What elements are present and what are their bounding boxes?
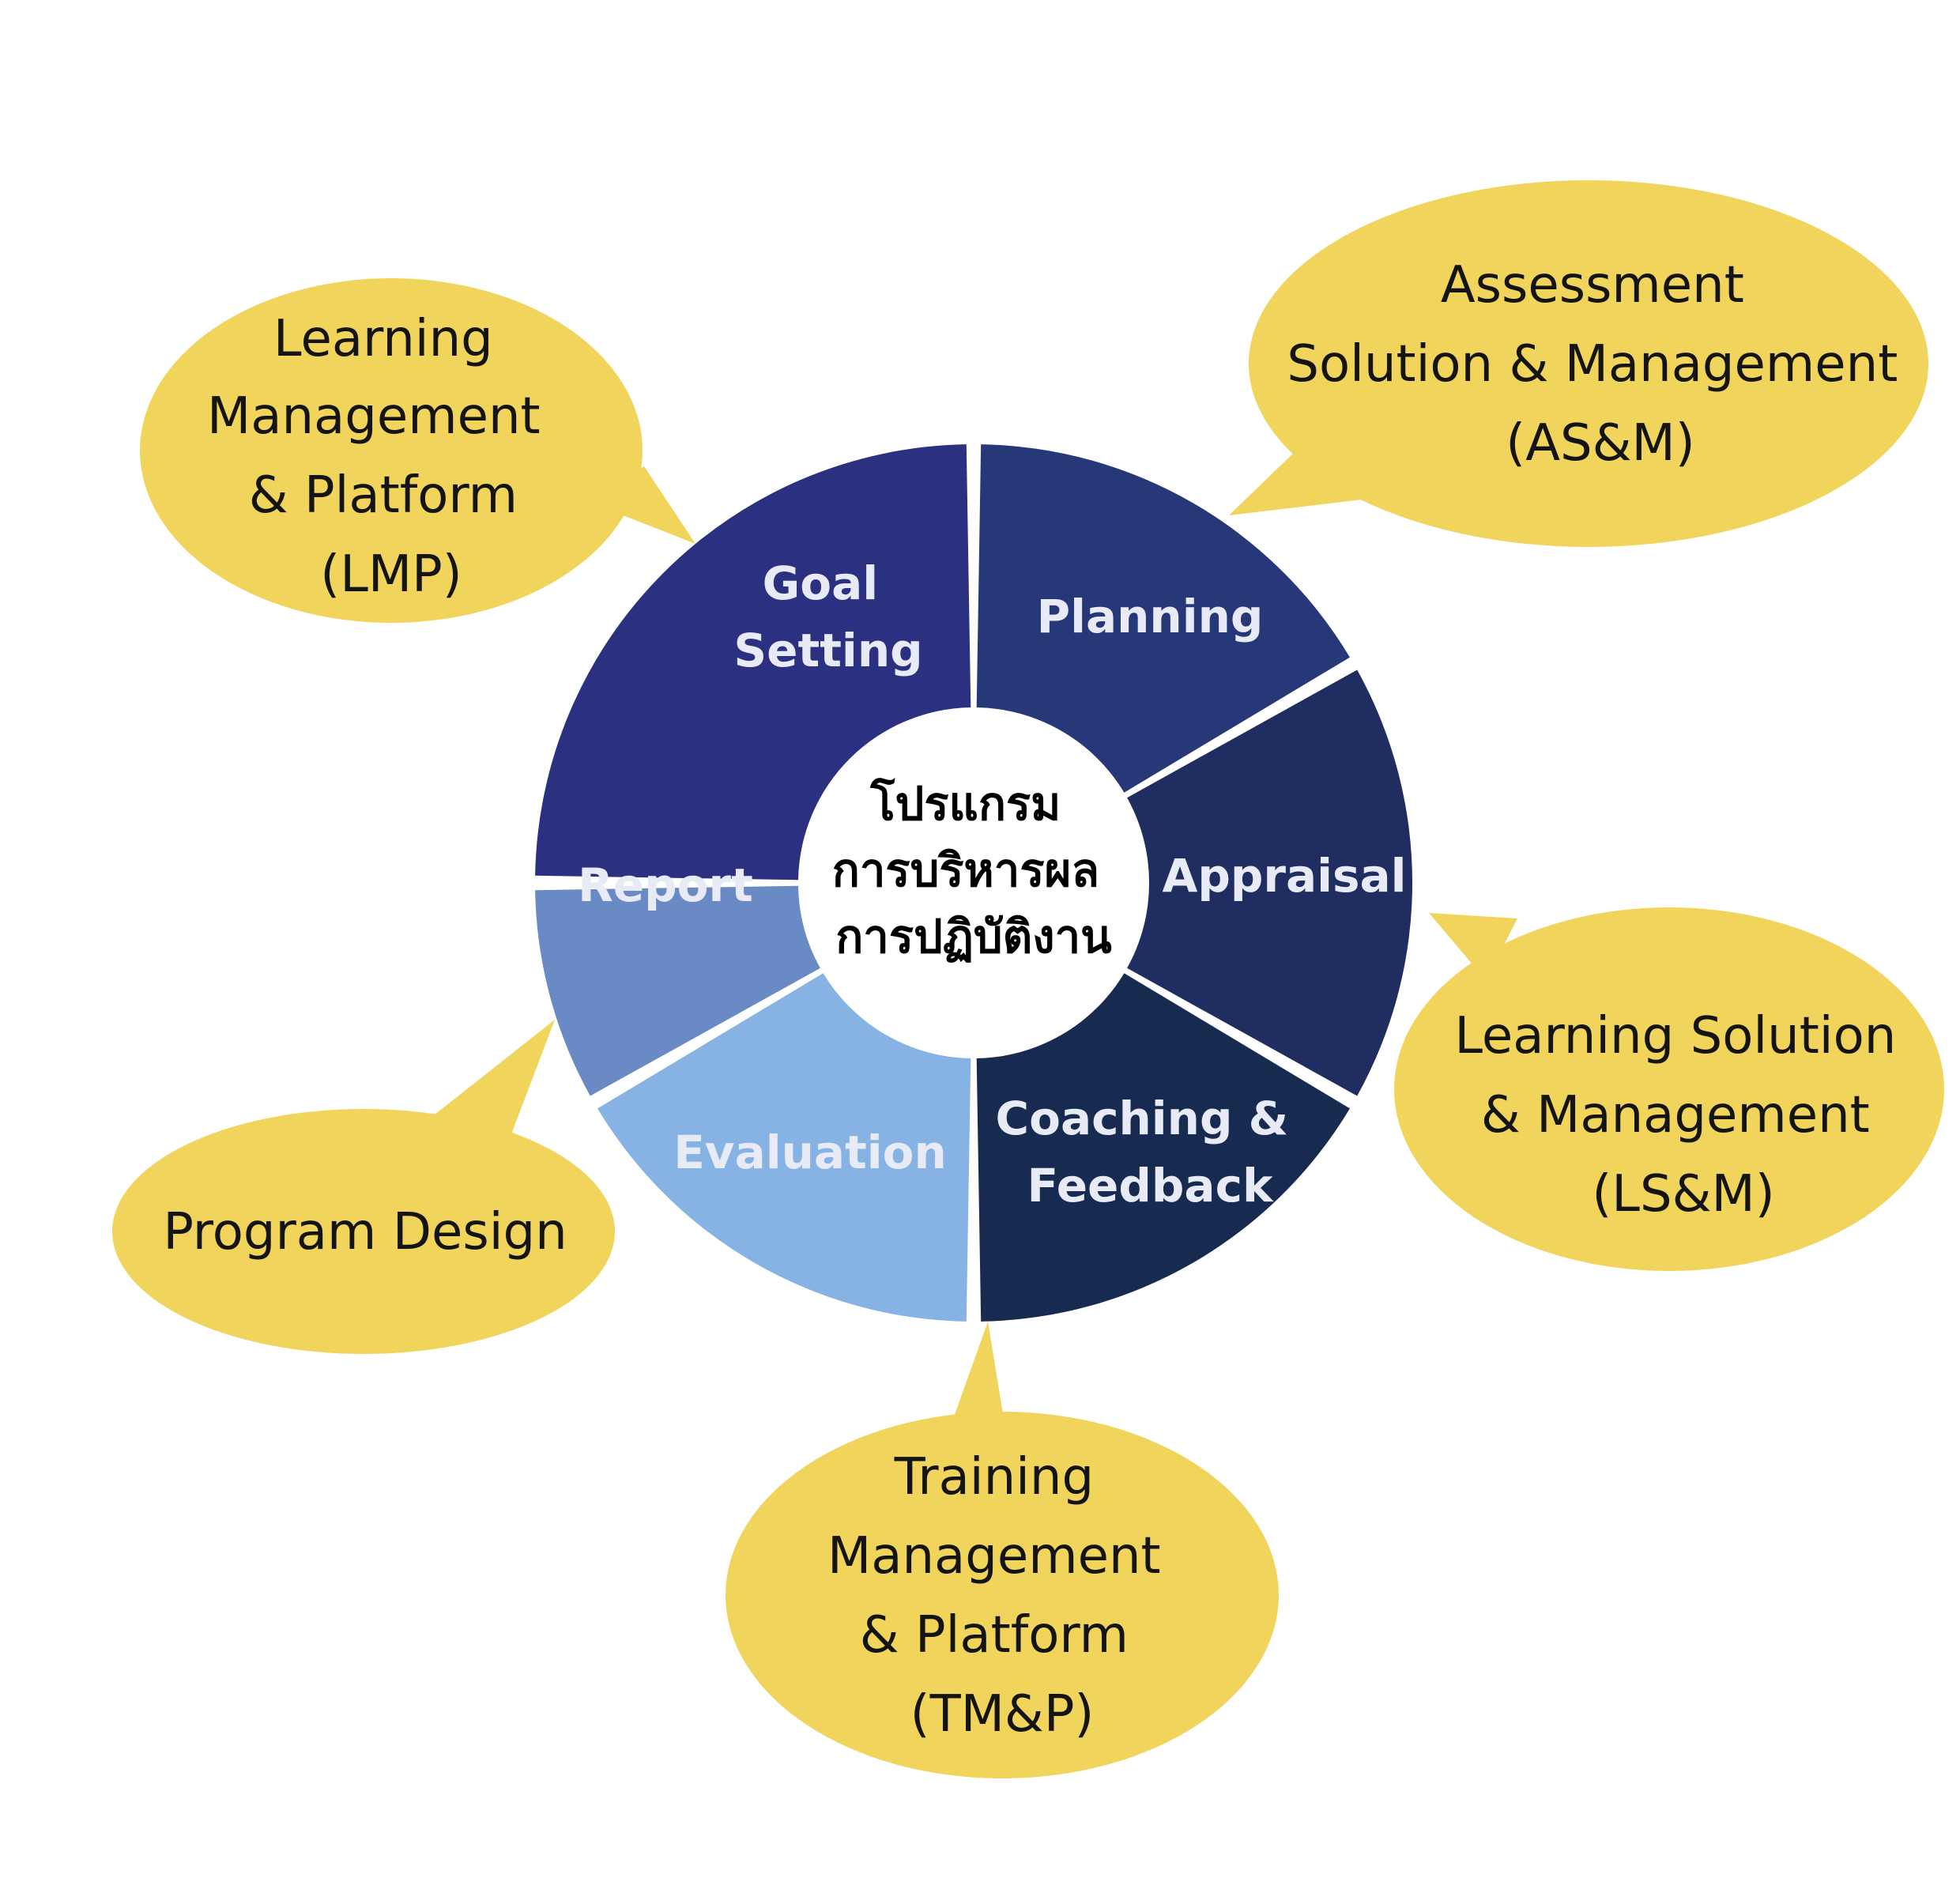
bubble-asm-shape xyxy=(1249,180,1928,547)
segment-planning xyxy=(976,444,1350,793)
bubble-lmp-line: (LMP) xyxy=(320,545,462,604)
bubble-lsm-line: Learning Solution xyxy=(1454,1007,1896,1065)
bubble-tmp-line: Training xyxy=(894,1448,1095,1507)
wheel-segments xyxy=(535,444,1413,1322)
center-circle xyxy=(808,717,1140,1049)
bubble-program-design-line: Program Design xyxy=(163,1203,567,1262)
segment-report xyxy=(535,885,820,1096)
segment-coaching-feedback xyxy=(976,973,1350,1322)
bubble-lsm-tail xyxy=(1429,913,1517,980)
bubble-lsm-text: Learning Solution & Management (LS&M) xyxy=(1454,1007,1912,1224)
bubble-lmp-line: & Platform xyxy=(249,466,518,525)
bubble-program-design-tail xyxy=(427,1020,555,1138)
segment-label-line: Goal xyxy=(763,556,878,610)
bubble-tmp-line: & Platform xyxy=(860,1606,1129,1665)
segment-label-line: Report xyxy=(578,858,753,912)
bubble-asm: Assessment Solution & Management (AS&M) xyxy=(1229,180,1928,547)
segment-label-line: Evaluation xyxy=(673,1126,947,1179)
center-title: โปรแกรม การบริหารผล การปฏิบัติงาน xyxy=(832,776,1116,964)
segment-label-line: Feedback xyxy=(1027,1159,1273,1212)
bubble-tmp-line: Management xyxy=(827,1527,1161,1586)
bubble-lmp-text: Learning Management & Platform (LMP) xyxy=(207,310,556,604)
bubble-lsm-line: & Management xyxy=(1481,1086,1870,1145)
bubble-asm-tail xyxy=(1229,451,1375,515)
bubble-lmp-tail xyxy=(589,466,695,544)
segment-label-report: Report xyxy=(578,858,753,912)
center-title-line: การบริหารผล xyxy=(832,843,1099,897)
bubble-program-design: Program Design xyxy=(112,1020,615,1354)
segment-label-evaluation: Evaluation xyxy=(673,1126,947,1179)
process-wheel: โปรแกรม การบริหารผล การปฏิบัติงาน xyxy=(535,444,1413,1322)
bubble-lmp-line: Learning xyxy=(273,310,493,368)
bubble-asm-line: Solution & Management xyxy=(1287,335,1898,394)
bubble-lmp: Learning Management & Platform (LMP) xyxy=(140,278,695,623)
segment-label-planning: Planning xyxy=(1037,590,1264,643)
bubble-tmp-shape xyxy=(726,1412,1279,1778)
segment-label-line: Coaching & xyxy=(996,1092,1289,1145)
bubble-tmp: Training Management & Platform (TM&P) xyxy=(726,1322,1279,1778)
segment-label-line: Setting xyxy=(733,624,922,677)
bubble-program-design-text: Program Design xyxy=(163,1203,567,1262)
center-title-line: โปรแกรม xyxy=(869,776,1061,831)
bubble-asm-line: (AS&M) xyxy=(1506,414,1694,473)
bubble-program-design-shape xyxy=(112,1109,615,1354)
bubble-tmp-text: Training Management & Platform (TM&P) xyxy=(827,1448,1177,1744)
segment-label-appraisal: Appraisal xyxy=(1162,849,1406,903)
bubble-lmp-line: Management xyxy=(207,387,541,446)
segment-label-line: Planning xyxy=(1037,590,1264,643)
bubble-lmp-shape xyxy=(140,278,643,623)
segment-appraisal xyxy=(1127,669,1413,1096)
bubble-asm-text: Assessment Solution & Management (AS&M) xyxy=(1287,256,1913,473)
bubble-tmp-line: (TM&P) xyxy=(910,1685,1095,1744)
segment-labels: Goal Setting Planning Appraisal Coaching… xyxy=(578,556,1406,1212)
segment-evaluation xyxy=(597,973,971,1322)
bubble-tmp-tail xyxy=(952,1322,1004,1421)
bubble-lsm-shape xyxy=(1394,907,1944,1271)
bubble-asm-line: Assessment xyxy=(1441,256,1744,315)
bubble-lsm-line: (LS&M) xyxy=(1592,1165,1774,1224)
segment-label-line: Appraisal xyxy=(1162,849,1406,903)
segment-goal-setting xyxy=(535,444,971,881)
center-title-line: การปฏิบัติงาน xyxy=(835,910,1112,964)
segment-label-goal-setting: Goal Setting xyxy=(733,556,922,677)
segment-label-coaching-feedback: Coaching & Feedback xyxy=(996,1092,1305,1212)
bubble-lsm: Learning Solution & Management (LS&M) xyxy=(1394,907,1944,1271)
callout-bubbles: Learning Management & Platform (LMP) Ass… xyxy=(112,180,1944,1778)
